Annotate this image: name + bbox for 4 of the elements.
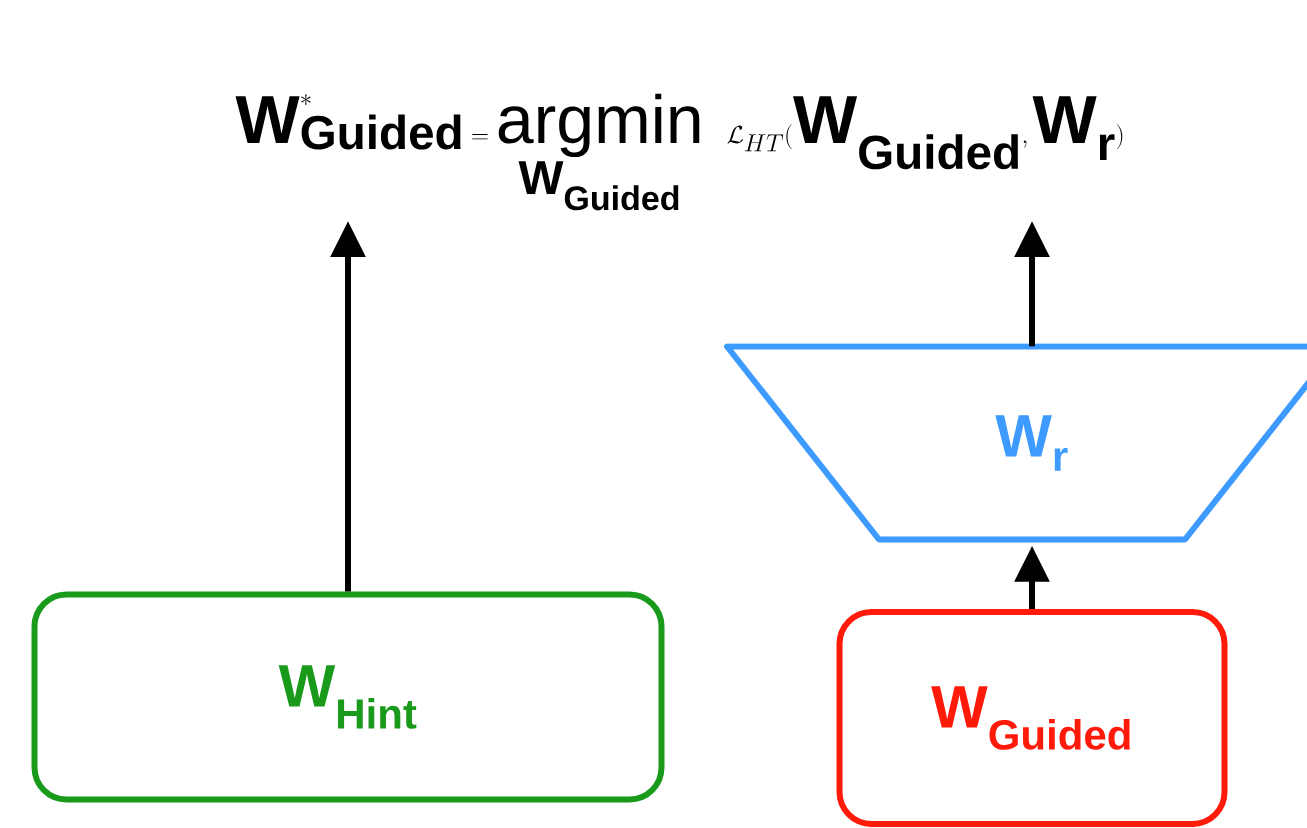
formula: $\textbf{W}^{*}_{\textbf{Guided}} = \operatorname*{argmin}_{\mathbf{W}_{\mathbf{Guided}}}\ \mathcal{L}_{HT}(\textbf{W}_{\textbf{Guided}}, \textbf{W}_{\textbf{r}})$ — [235, 93, 1123, 211]
rounded-box: W$_{Guided}$ — [836, 609, 1228, 827]
rounded-box: W$_{Hint}$ — [31, 591, 665, 803]
trapezoid-layer: W$_{r}$ — [724, 343, 1307, 543]
